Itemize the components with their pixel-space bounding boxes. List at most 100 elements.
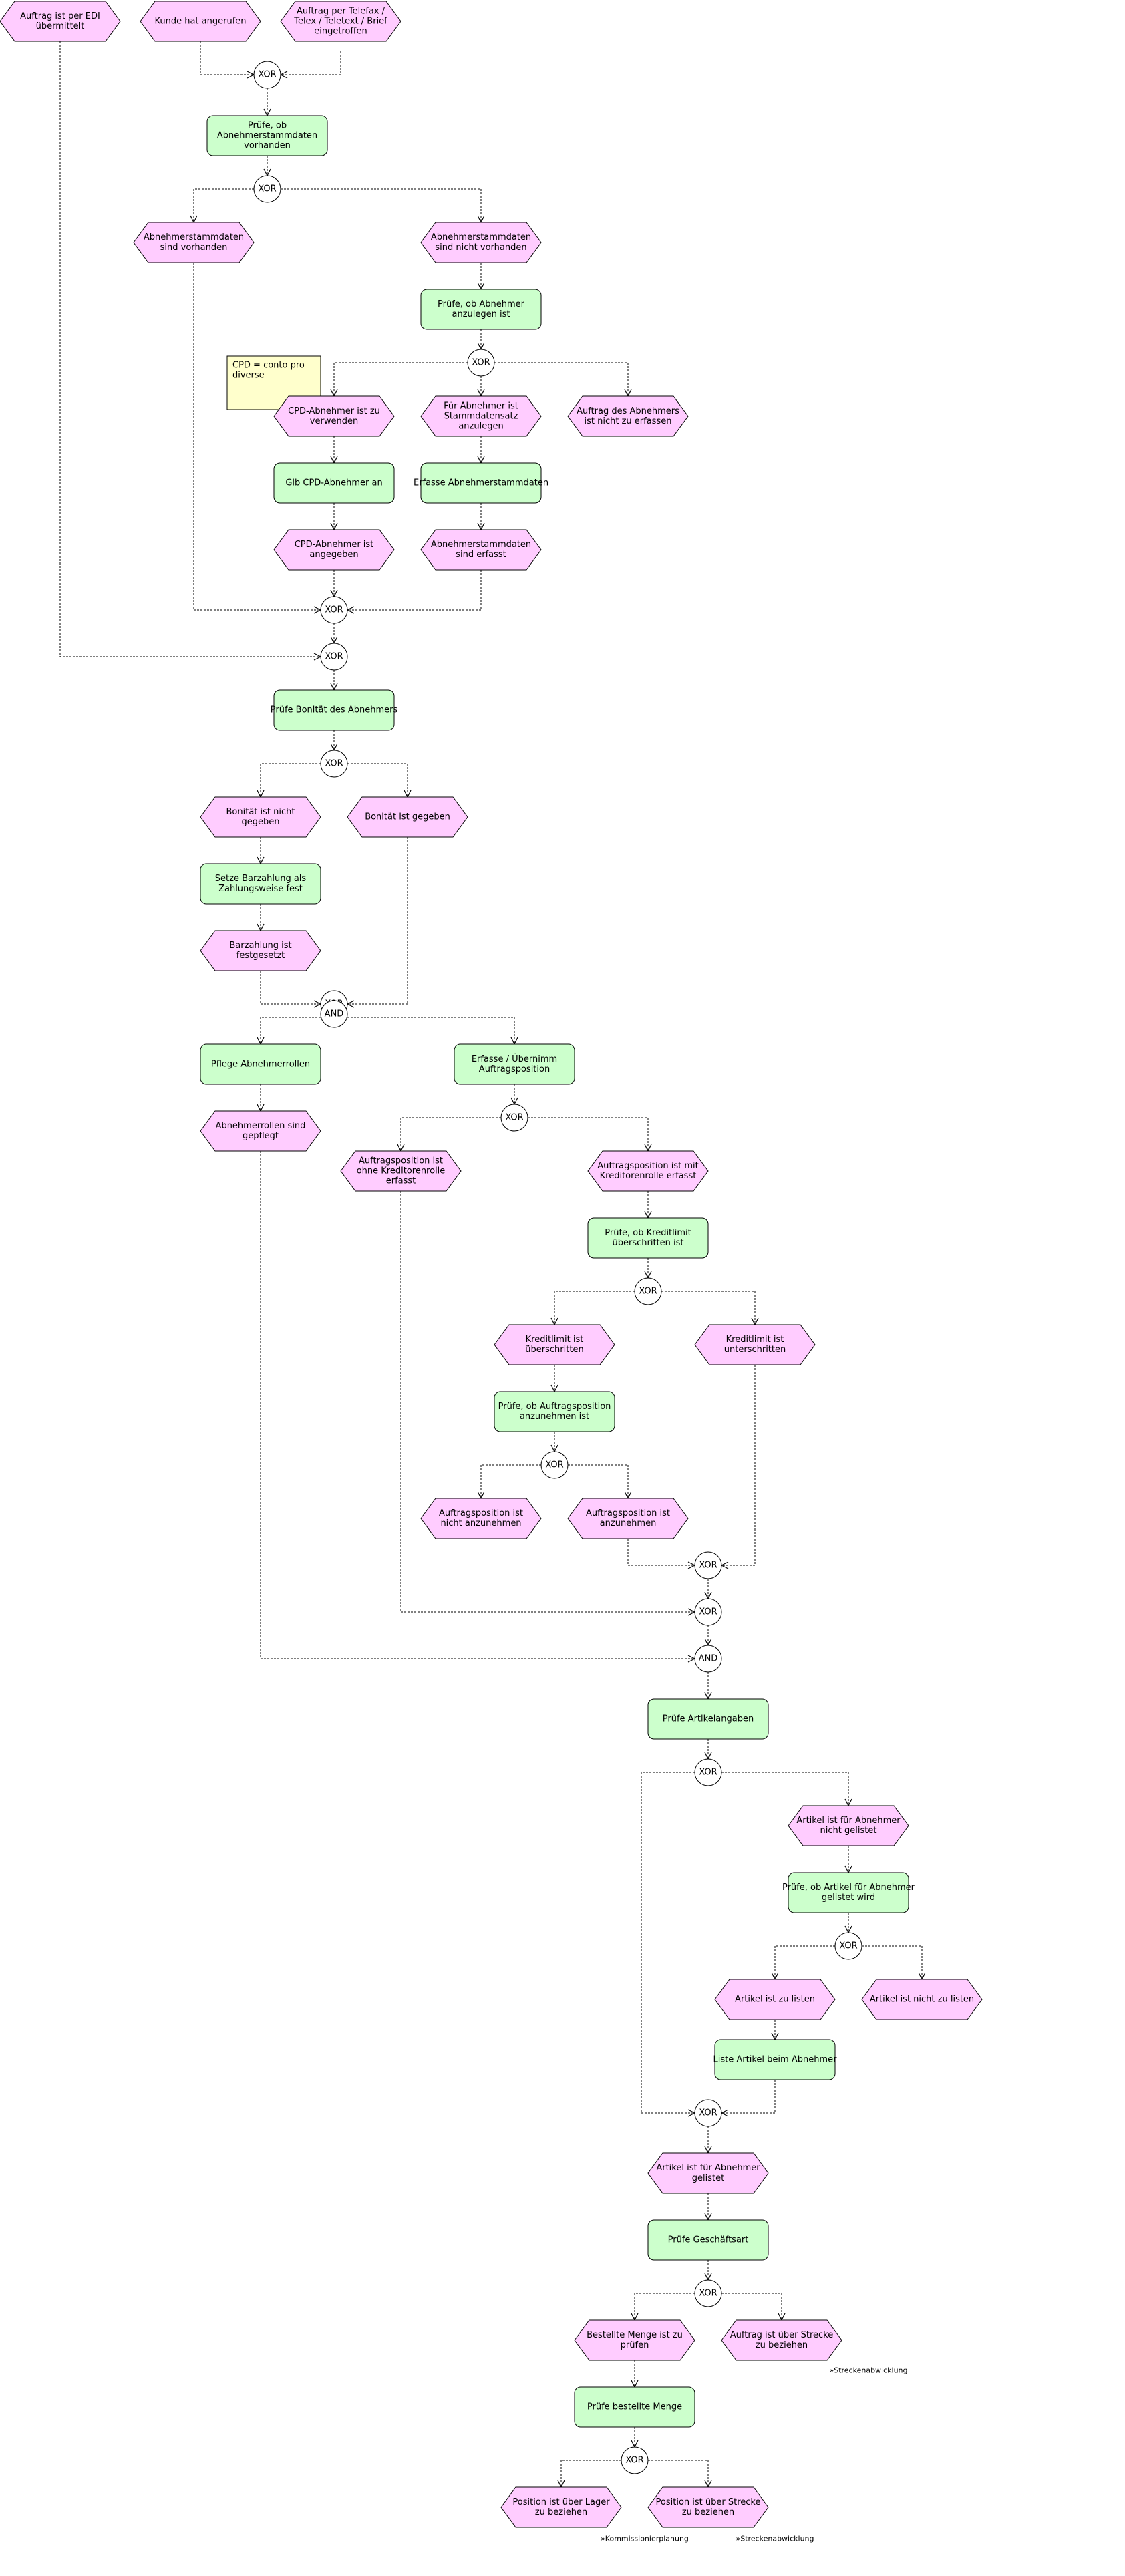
connector-shape xyxy=(253,61,281,89)
event-e12: Bonität ist gegeben xyxy=(347,796,468,838)
function-f3: Gib CPD-Abnehmer an xyxy=(273,462,395,504)
event-shape xyxy=(280,1,401,42)
note-text-line: diverse xyxy=(232,371,265,381)
node-label-line: »Streckenabwicklung xyxy=(736,2535,814,2543)
node-label-line: gepflegt xyxy=(243,1131,279,1141)
function-shape xyxy=(200,863,321,905)
connector-shape xyxy=(694,1645,722,1673)
connector-c8: AND xyxy=(320,1000,348,1028)
function-shape xyxy=(200,1043,321,1085)
connector-c17: XOR xyxy=(694,2099,722,2127)
node-label-line: sind nicht vorhanden xyxy=(435,243,526,253)
function-shape xyxy=(647,1698,769,1740)
connector-c18: XOR xyxy=(694,2279,722,2307)
node-label-line: Liste Artikel beim Abnehmer xyxy=(713,2055,838,2065)
connector-c6: XOR xyxy=(320,750,348,778)
node-label-line: Auftrag des Abnehmers xyxy=(577,406,679,416)
node-label-line: ist nicht zu erfassen xyxy=(585,416,672,426)
connector-label: XOR xyxy=(699,1607,717,1617)
node-label-line: Bestellte Menge ist zu xyxy=(587,2330,683,2340)
node-label-line: anzunehmen ist xyxy=(520,1412,589,1422)
node-label-line: Auftrag per Telefax / xyxy=(297,7,385,17)
node-label-line: CPD-Abnehmer ist xyxy=(295,540,374,550)
connector-label: XOR xyxy=(699,2289,717,2299)
function-shape xyxy=(273,462,395,504)
node-label-line: Prüfe, ob xyxy=(248,121,287,131)
connector-shape xyxy=(694,1758,722,1786)
node-label-line: Auftragsposition ist mit xyxy=(597,1161,699,1171)
event-shape xyxy=(587,1150,709,1192)
node-label-line: Abnehmerstammdaten xyxy=(217,131,317,141)
connector-shape xyxy=(694,1598,722,1626)
node-label-line: zu beziehen xyxy=(756,2340,808,2350)
node-label-line: Prüfe Geschäftsart xyxy=(668,2235,749,2245)
node-label-line: festgesetzt xyxy=(236,951,285,961)
node-label-line: Prüfe, ob Kreditlimit xyxy=(605,1228,691,1238)
node-label-line: Auftrag ist per EDI xyxy=(20,11,100,21)
node-label-line: Gib CPD-Abnehmer an xyxy=(285,478,382,488)
flow-edge xyxy=(661,1291,755,1325)
connector-c16: XOR xyxy=(834,1932,862,1960)
flow-edge xyxy=(261,763,321,797)
function-f4: Erfasse Abnehmerstammdaten xyxy=(414,462,548,504)
connector-c4: XOR xyxy=(320,596,348,624)
flow-edge xyxy=(347,1017,514,1044)
function-shape xyxy=(647,2219,769,2261)
event-shape xyxy=(273,529,395,571)
flow-edge xyxy=(554,1291,635,1325)
node-label-line: Prüfe Bonität des Abnehmers xyxy=(271,705,398,715)
flow-edge xyxy=(400,1191,695,1612)
connector-shape xyxy=(467,349,495,377)
event-shape xyxy=(0,1,121,42)
event-e16: Auftragsposition ist mitKreditorenrolle … xyxy=(587,1150,709,1192)
connector-c3: XOR xyxy=(467,349,495,377)
flow-edge xyxy=(59,41,321,657)
node-label-line: »Kommissionierplanung xyxy=(601,2535,689,2543)
node-label-line: gelistet wird xyxy=(822,1893,875,1903)
connector-label: XOR xyxy=(258,70,276,80)
link-t3: »Streckenabwicklung xyxy=(736,2535,814,2543)
flow-edge xyxy=(641,1772,695,2113)
node-label-line: Setze Barzahlung als xyxy=(215,874,307,884)
node-label-line: unterschritten xyxy=(724,1345,786,1355)
node-label-line: Pflege Abnehmerrollen xyxy=(211,1060,310,1070)
node-label-line: Artikel ist für Abnehmer xyxy=(656,2163,760,2173)
node-label-line: Kunde hat angerufen xyxy=(154,17,246,27)
connector-shape xyxy=(834,1932,862,1960)
connector-label: XOR xyxy=(545,1460,563,1470)
node-label-line: überschritten xyxy=(525,1345,583,1355)
flow-edge xyxy=(260,1151,695,1659)
function-f11: Prüfe Artikelangaben xyxy=(647,1698,769,1740)
node-label-line: Auftragsposition xyxy=(479,1064,550,1074)
node-label-line: Auftrag ist über Strecke xyxy=(730,2330,833,2340)
node-label-line: anzunehmen xyxy=(600,1518,657,1528)
event-shape xyxy=(494,1324,615,1365)
event-shape xyxy=(420,1498,542,1539)
connector-c2: XOR xyxy=(253,175,281,203)
node-label-line: Artikel ist nicht zu listen xyxy=(870,1995,974,2005)
connector-shape xyxy=(320,750,348,778)
node-label-line: Auftragsposition ist xyxy=(359,1156,443,1166)
node-label-line: zu beziehen xyxy=(535,2507,587,2517)
flow-edge xyxy=(494,362,628,396)
function-f7: Pflege Abnehmerrollen xyxy=(200,1043,321,1085)
node-label-line: gegeben xyxy=(242,817,280,827)
connector-label: XOR xyxy=(699,2108,717,2118)
flow-edge xyxy=(568,1464,628,1498)
event-shape xyxy=(647,2486,769,2528)
link-t1: »Streckenabwicklung xyxy=(829,2366,907,2375)
event-shape xyxy=(861,1979,983,2020)
event-shape xyxy=(567,1498,689,1539)
node-label-line: erfasst xyxy=(386,1176,416,1186)
node-label-line: sind erfasst xyxy=(456,550,506,560)
connector-label: XOR xyxy=(505,1113,523,1123)
connector-shape xyxy=(694,1551,722,1579)
